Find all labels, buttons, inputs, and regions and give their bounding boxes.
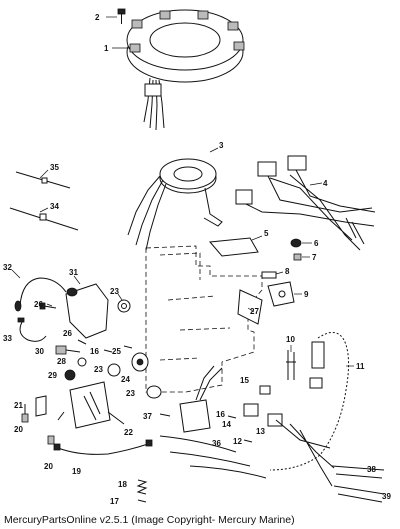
part-39-wire[interactable] [333,485,385,503]
part-26-screw-2[interactable] [77,339,87,345]
part-37-screw[interactable] [159,413,171,417]
copyright-footer: MercuryPartsOnline v2.5.1 (Image Copyrig… [4,514,295,526]
part-27-bracket[interactable] [237,289,263,325]
leader-lines [11,16,354,367]
part-16-screw-2[interactable] [227,415,237,419]
part-16-screw[interactable] [103,349,113,353]
callout-3[interactable]: 3 [219,141,224,150]
callout-12[interactable]: 12 [233,437,242,446]
callout-2[interactable]: 2 [95,13,100,22]
part-2-screw[interactable] [117,8,126,24]
callout-10[interactable]: 10 [286,335,295,344]
part-33-wire[interactable] [17,317,47,342]
callout-26a[interactable]: 26 [34,300,43,309]
callout-22[interactable]: 22 [124,428,133,437]
callout-38[interactable]: 38 [367,465,376,474]
part-12-screw[interactable] [243,439,253,443]
part-17-screw[interactable] [137,499,147,503]
part-20-bolt-2[interactable] [47,435,55,445]
part-26-screw[interactable] [39,302,57,310]
part-1-stator[interactable] [126,9,245,131]
part-30-bolt[interactable] [55,345,81,355]
part-21-bracket[interactable] [35,395,47,417]
part-18-spring[interactable] [136,479,148,495]
callout-34[interactable]: 34 [50,202,59,211]
callout-36[interactable]: 36 [212,439,221,448]
callout-25[interactable]: 25 [112,347,121,356]
part-13-connector[interactable] [267,413,283,427]
part-3-trigger[interactable] [127,158,223,251]
part-10-clip[interactable] [286,350,296,380]
part-35-cable-tie[interactable] [15,171,71,189]
callout-16a[interactable]: 16 [90,347,99,356]
callout-6[interactable]: 6 [314,239,319,248]
callout-17[interactable]: 17 [110,497,119,506]
callout-29[interactable]: 29 [48,371,57,380]
callout-37[interactable]: 37 [143,412,152,421]
callout-33[interactable]: 33 [3,334,12,343]
part-7-nut[interactable] [293,253,302,261]
callout-14[interactable]: 14 [222,420,231,429]
callout-35[interactable]: 35 [50,163,59,172]
callout-13[interactable]: 13 [256,427,265,436]
callout-21[interactable]: 21 [14,401,23,410]
callout-8[interactable]: 8 [285,267,290,276]
part-22-switch-box[interactable] [57,381,125,429]
callout-4[interactable]: 4 [323,179,328,188]
callout-11[interactable]: 11 [356,362,365,371]
callout-23b[interactable]: 23 [94,365,103,374]
callout-27[interactable]: 27 [250,307,259,316]
callout-15[interactable]: 15 [240,376,249,385]
callout-30[interactable]: 30 [35,347,44,356]
part-34-cable-tie[interactable] [9,207,79,231]
callout-9[interactable]: 9 [304,290,309,299]
part-11-harness[interactable] [269,332,350,471]
callout-31[interactable]: 31 [69,268,78,277]
part-38-wire[interactable] [331,465,385,479]
part-23-grommet-2[interactable] [107,363,121,377]
part-31-ignition-coil[interactable] [65,283,109,339]
callout-39[interactable]: 39 [382,492,391,501]
part-28-washer[interactable] [77,357,87,367]
part-24-grommet[interactable] [131,352,149,372]
part-6-grommet[interactable] [290,238,302,248]
callout-7[interactable]: 7 [312,253,317,262]
part-20-bolt[interactable] [21,404,29,423]
callout-23c[interactable]: 23 [126,389,135,398]
callout-20a[interactable]: 20 [14,425,23,434]
part-15-connector[interactable] [259,385,271,395]
callout-19[interactable]: 19 [72,467,81,476]
callout-32[interactable]: 32 [3,263,12,272]
part-9-connector[interactable] [267,281,295,307]
part-8-fuse[interactable] [261,271,277,279]
callout-1[interactable]: 1 [104,44,109,53]
part-5-plate[interactable] [208,237,259,257]
part-23-grommet-3[interactable] [146,385,162,399]
callout-23a[interactable]: 23 [110,287,119,296]
part-14-relay[interactable] [243,403,259,417]
part-23-grommet[interactable] [117,299,131,313]
callout-24[interactable]: 24 [121,375,130,384]
callout-28[interactable]: 28 [57,357,66,366]
part-32-plug-wire[interactable] [14,277,67,312]
wire-bundle-lower [159,419,335,487]
callout-16b[interactable]: 16 [216,410,225,419]
part-19-wire[interactable] [53,439,153,455]
part-4-harness[interactable] [235,155,376,251]
part-36-rectifier[interactable] [179,365,223,433]
callout-26b[interactable]: 26 [63,329,72,338]
callout-18[interactable]: 18 [118,480,127,489]
callout-5[interactable]: 5 [264,229,269,238]
part-25-screw[interactable] [123,345,133,349]
part-29-grommet[interactable] [64,369,76,381]
mounting-plate [145,245,263,393]
callout-20b[interactable]: 20 [44,462,53,471]
